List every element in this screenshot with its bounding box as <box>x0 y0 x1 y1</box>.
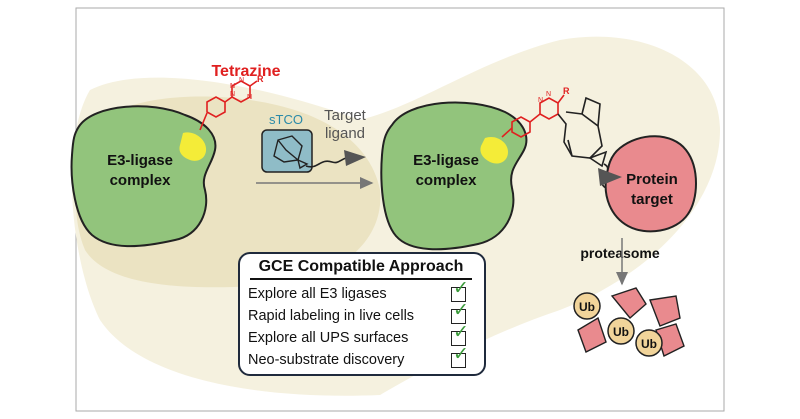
checklist-item-label: Explore all UPS surfaces <box>248 330 409 346</box>
protein-fragment <box>577 316 607 353</box>
checkbox: ✓ <box>451 301 469 324</box>
ring-bond-left <box>224 96 233 103</box>
stco-molecule <box>273 135 309 170</box>
linker-bond-left <box>199 112 208 131</box>
protein-label-1: Protein <box>626 171 678 188</box>
n-atom: N <box>239 77 244 84</box>
checklist-item: Explore all E3 ligases ✓ <box>248 279 474 305</box>
target-ligand-left <box>344 150 366 166</box>
check-icon: ✓ <box>453 321 469 343</box>
target-ligand-right <box>598 168 622 186</box>
checkbox: ✓ <box>451 323 469 346</box>
checklist-item: Rapid labeling in live cells ✓ <box>248 301 474 327</box>
r-bond-right <box>557 94 565 104</box>
ubiquitin-label: Ub <box>641 337 657 351</box>
n-atom: N <box>230 83 235 90</box>
target-ligand-label-1: Target <box>324 107 367 124</box>
r-bond-left <box>249 80 258 87</box>
n-atom: N <box>546 91 551 98</box>
check-icon: ✓ <box>453 343 469 365</box>
protein-fragment <box>610 287 647 320</box>
e3-right-label-1: E3-ligase <box>413 152 479 169</box>
checklist-title: GCE Compatible Approach <box>250 258 472 280</box>
checkbox: ✓ <box>451 279 469 302</box>
ubiquitin-bubble <box>635 329 663 357</box>
protein-label-2: target <box>631 191 673 208</box>
tetrazine-label: Tetrazine <box>211 63 280 80</box>
phenyl-ring-left <box>206 96 226 118</box>
n-atom: N <box>230 91 235 98</box>
e3-right-label-2: complex <box>416 172 478 189</box>
r-group-right: R <box>563 86 570 96</box>
e3-left-label-2: complex <box>110 172 172 189</box>
linker-bond-right <box>501 127 513 138</box>
phenyl-ring-right <box>511 116 531 138</box>
checklist-item-label: Neo-substrate discovery <box>248 352 405 368</box>
ubiquitin-label: Ub <box>579 300 595 314</box>
proteasome-label: proteasome <box>580 245 660 261</box>
checklist-item: Neo-substrate discovery ✓ <box>248 345 474 371</box>
ligand-tether <box>305 157 347 168</box>
e3-left-label-1: E3-ligase <box>107 152 173 169</box>
checklist-item: Explore all UPS surfaces ✓ <box>248 323 474 349</box>
check-icon: ✓ <box>453 277 469 299</box>
gce-checklist: GCE Compatible Approach Explore all E3 l… <box>238 252 486 376</box>
bicyclic-adduct <box>557 96 608 168</box>
n-atom: N <box>247 94 252 101</box>
ubiquitin-bubble <box>607 317 635 345</box>
ring-bond-right <box>529 113 541 123</box>
r-group-left: R <box>257 74 264 84</box>
ubiquitin-label: Ub <box>613 325 629 339</box>
e3-pocket-left <box>179 132 207 161</box>
target-ligand-label-2: ligand <box>325 125 365 142</box>
stco-label: sTCO <box>269 112 303 127</box>
check-icon: ✓ <box>453 299 469 321</box>
n-atom: N <box>538 97 543 104</box>
checklist-item-label: Explore all E3 ligases <box>248 286 387 302</box>
checkbox: ✓ <box>451 345 469 368</box>
e3-pocket-right <box>480 136 508 164</box>
e3-ligase-left <box>70 105 217 248</box>
ubiquitin-bubble <box>573 292 601 320</box>
checklist-item-label: Rapid labeling in live cells <box>248 308 415 324</box>
protein-fragment <box>649 295 681 327</box>
